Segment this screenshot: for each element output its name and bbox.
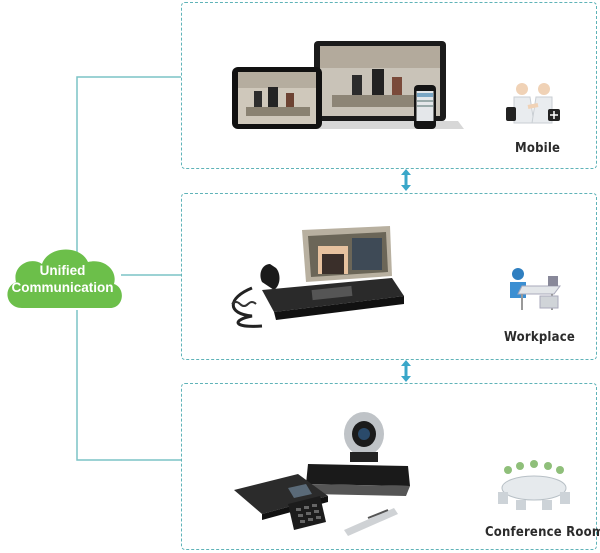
cloud-icon	[7, 249, 122, 308]
connector-conference	[76, 310, 181, 461]
panel-mobile: Mobile	[181, 2, 597, 169]
video-desk-phone-icon	[231, 226, 404, 328]
panel-conference: Conference Room	[181, 383, 600, 550]
tablet-laptop-phone-icon	[232, 41, 464, 129]
connector-mobile	[76, 76, 181, 255]
person-at-desk-icon	[510, 268, 561, 310]
panel-label-conference: Conference Room	[485, 525, 600, 540]
cloud-label: Unified Communication	[5, 262, 120, 296]
bidirectional-arrow-icon	[401, 360, 411, 382]
cloud-label-line1: Unified	[39, 263, 86, 278]
meeting-table-icon	[498, 460, 570, 510]
business-handshake-icon	[506, 83, 560, 124]
panel-label-mobile: Mobile	[515, 141, 561, 156]
bidirectional-arrow-icon	[401, 169, 411, 191]
panel-label-workplace: Workplace	[504, 330, 575, 345]
cloud-label-line2: Communication	[11, 280, 114, 295]
video-conference-system-icon	[234, 412, 410, 536]
panel-workplace: Workplace	[181, 193, 597, 360]
